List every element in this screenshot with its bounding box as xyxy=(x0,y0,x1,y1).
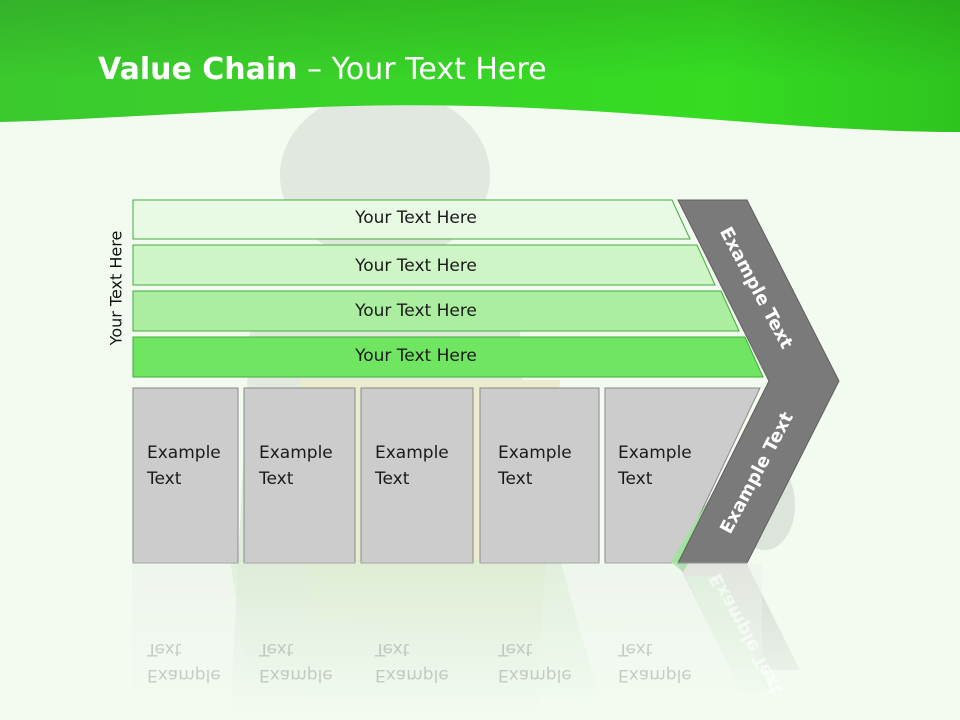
column-shape-3 xyxy=(360,387,474,564)
column-shape-4 xyxy=(479,387,600,564)
bar-label-3: Your Text Here xyxy=(355,301,477,321)
value-chain-bars xyxy=(132,199,764,378)
page-title: Value Chain – Your Text Here xyxy=(98,52,547,87)
bar-shape-2 xyxy=(132,244,716,286)
vertical-axis-label: Your Text Here xyxy=(106,230,126,346)
bar-label-1: Your Text Here xyxy=(355,208,477,228)
column-shape-2 xyxy=(243,387,356,564)
value-chain-columns xyxy=(132,387,761,564)
column-shape-1 xyxy=(132,387,239,564)
bar-shape-4 xyxy=(132,336,764,378)
bar-shape-3 xyxy=(132,290,740,332)
title-rest: – Your Text Here xyxy=(297,52,547,87)
bar-label-4: Your Text Here xyxy=(355,346,477,366)
bar-shape-1 xyxy=(132,199,691,240)
title-bold: Value Chain xyxy=(98,52,298,87)
bar-label-2: Your Text Here xyxy=(355,256,477,276)
